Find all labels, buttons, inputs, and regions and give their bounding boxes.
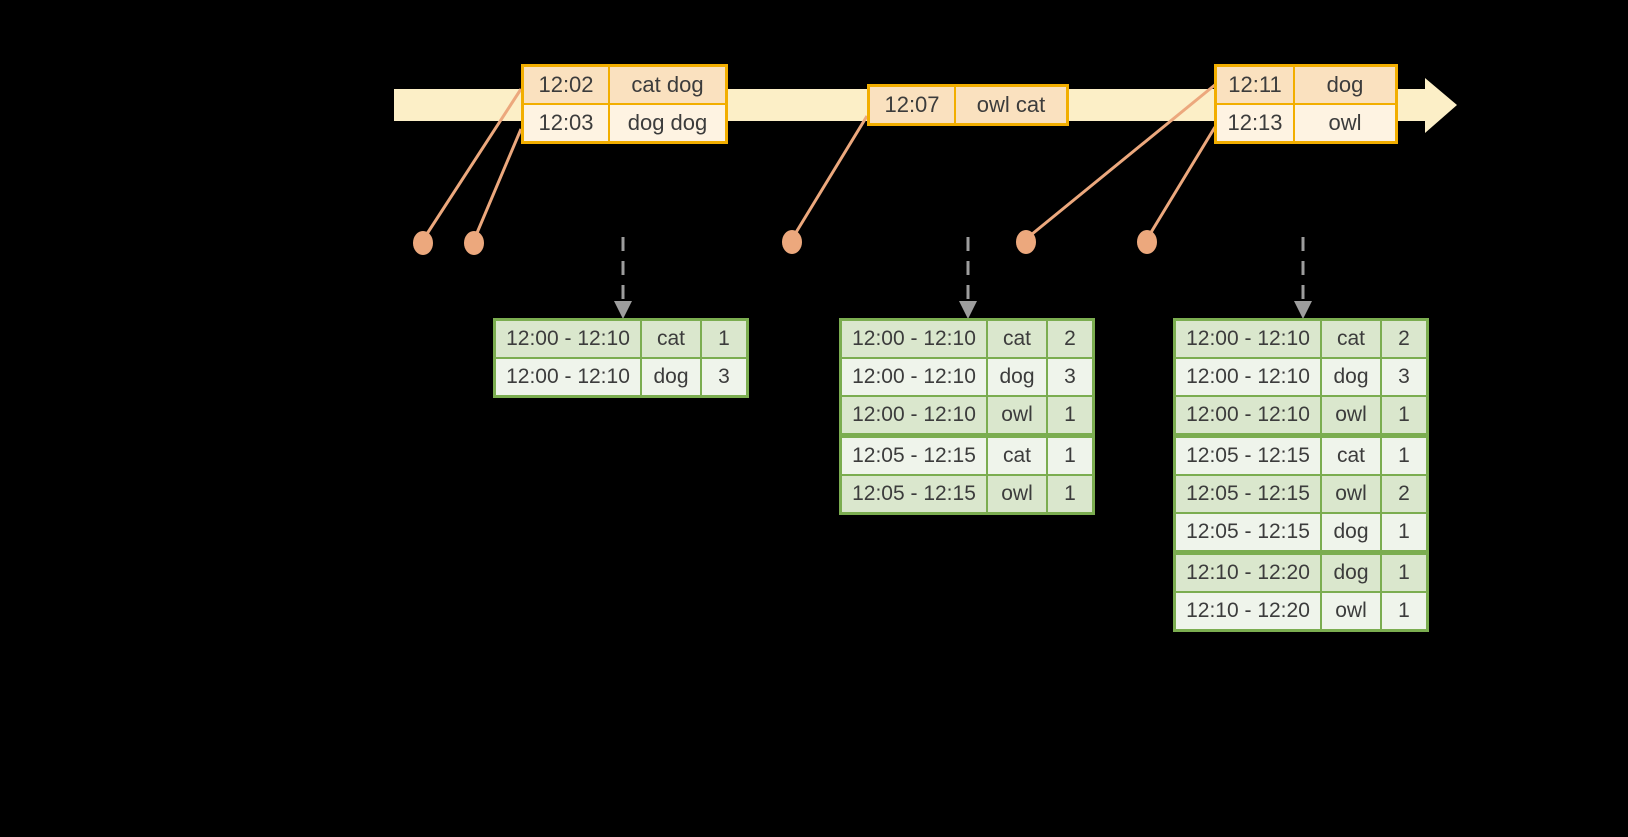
- window-cell: 12:05 - 12:15: [842, 476, 986, 512]
- window-cell: 12:00 - 12:10: [496, 321, 640, 357]
- word-cell: cat: [642, 321, 700, 357]
- count-cell: 3: [1382, 359, 1426, 395]
- result-row: 12:00 - 12:10 cat 2: [1176, 321, 1426, 357]
- count-cell: 1: [1048, 438, 1092, 474]
- window-cell: 12:00 - 12:10: [496, 359, 640, 395]
- event-row: 12:13 owl: [1217, 105, 1395, 141]
- event-table-1: 12:02 cat dog 12:03 dog dog: [521, 64, 728, 144]
- event-row: 12:11 dog: [1217, 67, 1395, 103]
- count-cell: 1: [1048, 476, 1092, 512]
- event-connector-line: [472, 128, 523, 241]
- count-cell: 1: [702, 321, 746, 357]
- window-cell: 12:00 - 12:10: [842, 359, 986, 395]
- window-cell: 12:10 - 12:20: [1176, 555, 1320, 591]
- window-cell: 12:00 - 12:10: [842, 321, 986, 357]
- event-time-cell: 12:11: [1217, 67, 1293, 103]
- event-dot: [413, 231, 433, 255]
- trigger-arrowhead-icon: [959, 301, 977, 319]
- event-row: 12:02 cat dog: [524, 67, 725, 103]
- window-cell: 12:05 - 12:15: [842, 438, 986, 474]
- result-row: 12:05 - 12:15 cat 1: [842, 438, 1092, 474]
- word-cell: cat: [1322, 321, 1380, 357]
- event-time-cell: 12:02: [524, 67, 608, 103]
- count-cell: 2: [1382, 321, 1426, 357]
- event-connector-line: [421, 88, 523, 241]
- trigger-arrows: [614, 237, 1312, 319]
- event-dot: [782, 230, 802, 254]
- window-cell: 12:05 - 12:15: [1176, 476, 1320, 512]
- event-dot: [1016, 230, 1036, 254]
- word-cell: dog: [1322, 359, 1380, 395]
- result-row: 12:00 - 12:10 dog 3: [496, 359, 746, 395]
- window-cell: 12:00 - 12:10: [1176, 321, 1320, 357]
- result-row: 12:00 - 12:10 cat 1: [496, 321, 746, 357]
- count-cell: 2: [1048, 321, 1092, 357]
- count-cell: 1: [1382, 514, 1426, 550]
- event-time-cell: 12:03: [524, 105, 608, 141]
- event-row: 12:03 dog dog: [524, 105, 725, 141]
- event-connector-line: [1025, 82, 1217, 241]
- word-cell: dog: [642, 359, 700, 395]
- result-row: 12:05 - 12:15 owl 2: [1176, 476, 1426, 512]
- event-connector-line: [790, 115, 869, 240]
- word-cell: dog: [988, 359, 1046, 395]
- event-connectors: [421, 82, 1217, 241]
- result-table-2: 12:00 - 12:10 cat 2 12:00 - 12:10 dog 3 …: [839, 318, 1095, 515]
- window-cell: 12:10 - 12:20: [1176, 593, 1320, 629]
- trigger-arrowhead-icon: [614, 301, 632, 319]
- result-row: 12:05 - 12:15 owl 1: [842, 476, 1092, 512]
- event-words-cell: dog dog: [610, 105, 725, 141]
- result-row: 12:00 - 12:10 owl 1: [1176, 397, 1426, 433]
- count-cell: 1: [1382, 397, 1426, 433]
- count-cell: 1: [1382, 593, 1426, 629]
- result-table-3: 12:00 - 12:10 cat 2 12:00 - 12:10 dog 3 …: [1173, 318, 1429, 632]
- word-cell: dog: [1322, 555, 1380, 591]
- word-cell: cat: [1322, 438, 1380, 474]
- count-cell: 3: [1048, 359, 1092, 395]
- event-words-cell: cat dog: [610, 67, 725, 103]
- window-cell: 12:05 - 12:15: [1176, 514, 1320, 550]
- event-dot: [464, 231, 484, 255]
- count-cell: 1: [1048, 397, 1092, 433]
- word-cell: cat: [988, 321, 1046, 357]
- window-cell: 12:05 - 12:15: [1176, 438, 1320, 474]
- event-time-cell: 12:13: [1217, 105, 1293, 141]
- result-table-1: 12:00 - 12:10 cat 1 12:00 - 12:10 dog 3: [493, 318, 749, 398]
- event-connector-line: [1145, 126, 1217, 240]
- count-cell: 1: [1382, 438, 1426, 474]
- count-cell: 1: [1382, 555, 1426, 591]
- result-row: 12:00 - 12:10 owl 1: [842, 397, 1092, 433]
- result-row: 12:00 - 12:10 dog 3: [1176, 359, 1426, 395]
- word-cell: owl: [1322, 476, 1380, 512]
- word-cell: owl: [1322, 397, 1380, 433]
- event-table-2: 12:07 owl cat: [867, 84, 1069, 126]
- result-row: 12:00 - 12:10 cat 2: [842, 321, 1092, 357]
- result-row: 12:10 - 12:20 owl 1: [1176, 593, 1426, 629]
- result-row: 12:00 - 12:10 dog 3: [842, 359, 1092, 395]
- word-cell: owl: [988, 397, 1046, 433]
- word-cell: owl: [988, 476, 1046, 512]
- result-row: 12:10 - 12:20 dog 1: [1176, 555, 1426, 591]
- event-row: 12:07 owl cat: [870, 87, 1066, 123]
- window-cell: 12:00 - 12:10: [842, 397, 986, 433]
- event-dot: [1137, 230, 1157, 254]
- count-cell: 2: [1382, 476, 1426, 512]
- window-cell: 12:00 - 12:10: [1176, 397, 1320, 433]
- count-cell: 3: [702, 359, 746, 395]
- window-cell: 12:00 - 12:10: [1176, 359, 1320, 395]
- word-cell: dog: [1322, 514, 1380, 550]
- event-dots: [413, 230, 1157, 255]
- event-time-cell: 12:07: [870, 87, 954, 123]
- event-words-cell: owl: [1295, 105, 1395, 141]
- trigger-arrowhead-icon: [1294, 301, 1312, 319]
- event-table-3: 12:11 dog 12:13 owl: [1214, 64, 1398, 144]
- word-cell: cat: [988, 438, 1046, 474]
- word-cell: owl: [1322, 593, 1380, 629]
- event-words-cell: dog: [1295, 67, 1395, 103]
- result-row: 12:05 - 12:15 cat 1: [1176, 438, 1426, 474]
- event-words-cell: owl cat: [956, 87, 1066, 123]
- result-row: 12:05 - 12:15 dog 1: [1176, 514, 1426, 550]
